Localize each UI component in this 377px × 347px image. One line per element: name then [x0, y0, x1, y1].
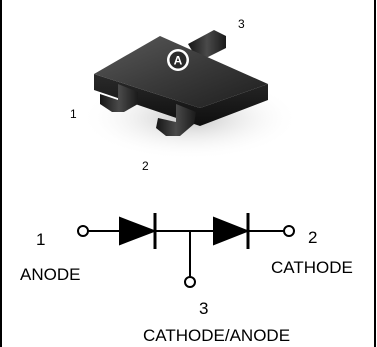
sot23-package: A 3 1 2 [70, 17, 300, 173]
pin3-number: 3 [199, 299, 208, 318]
pin1-number: 1 [36, 230, 45, 249]
lead-3 [188, 30, 226, 58]
schematic [77, 213, 295, 288]
pin3-terminal [184, 276, 196, 288]
pin2-name: CATHODE [271, 258, 353, 277]
package-body-top [94, 36, 268, 108]
pin3-name: CATHODE/ANODE [143, 326, 290, 345]
logo-icon: A [167, 49, 189, 71]
package-pin2-label: 2 [142, 159, 149, 173]
schematic-labels: 1 ANODE 2 CATHODE 3 CATHODE/ANODE [20, 228, 353, 345]
pin2-number: 2 [308, 228, 317, 247]
package-body-side [94, 74, 268, 126]
diode-2-anode-triangle [213, 216, 250, 246]
pin2-terminal [283, 225, 295, 237]
diode-1-anode-triangle [119, 216, 157, 246]
pin1-terminal [77, 225, 89, 237]
package-pin1-label: 1 [70, 107, 77, 121]
pin1-name: ANODE [20, 265, 80, 284]
lead-2 [156, 104, 196, 136]
package-pin3-label: 3 [238, 17, 245, 31]
logo-letter: A [174, 54, 183, 68]
lead-1 [100, 84, 138, 112]
